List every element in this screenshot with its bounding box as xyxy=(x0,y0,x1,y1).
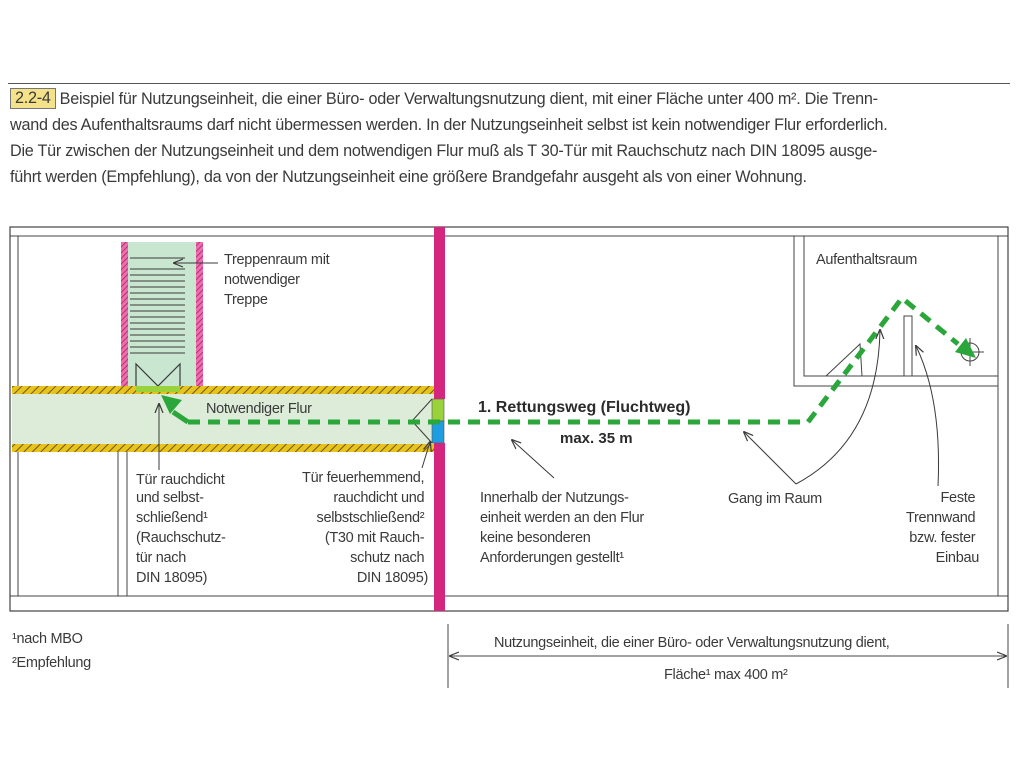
fire-wall-lower xyxy=(434,443,445,611)
dimension-label-2: Fläche¹ max 400 m² xyxy=(664,667,788,683)
caption-top-rule xyxy=(8,83,1010,84)
footnote-2: ²Empfehlung xyxy=(12,655,91,671)
corridor-label: Notwendiger Flur xyxy=(206,401,312,417)
partition-label: Feste Trennwand bzw. fester Einbau xyxy=(906,490,979,566)
corridor-wall-top xyxy=(12,386,434,394)
fixed-partition xyxy=(903,315,913,377)
footnote-1: ¹nach MBO xyxy=(12,631,83,647)
figure-number: 2.2-4 xyxy=(10,88,56,109)
unit-door-green xyxy=(431,398,445,422)
door-fire-label: Tür feuerhemmend, rauchdicht und selbsts… xyxy=(302,470,428,586)
escape-route-arrowhead-left xyxy=(161,395,182,414)
aisle-label: Gang im Raum xyxy=(728,491,822,507)
unit-note-label: Innerhalb der Nutzungs- einheit werden a… xyxy=(480,490,648,566)
corridor-wall-bottom xyxy=(12,444,434,452)
door-fire-leader xyxy=(421,442,430,469)
door-smoke-label: Tür rauchdicht und selbst- schließend¹ (… xyxy=(136,472,229,586)
dimension-label-1: Nutzungseinheit, die einer Büro- oder Ve… xyxy=(494,635,889,651)
stair-wall-left xyxy=(121,242,128,386)
room-label: Aufenthaltsraum xyxy=(816,252,917,268)
escape-route-arrowhead-right xyxy=(955,338,976,358)
escape-route-label: 1. Rettungsweg (Fluchtweg) xyxy=(478,399,690,416)
aisle-leader-1 xyxy=(744,432,797,485)
room-wall-inner xyxy=(803,236,998,377)
stair-label: Treppenraum mit notwendiger Treppe xyxy=(224,252,333,308)
stair-steps xyxy=(130,268,185,358)
plan-frame xyxy=(9,226,1009,612)
corridor xyxy=(12,394,438,444)
stair-door xyxy=(136,386,180,392)
fire-wall-upper xyxy=(434,227,445,399)
caption-line-3: Die Tür zwischen der Nutzungseinheit und… xyxy=(10,142,878,160)
partition-leader xyxy=(916,346,940,487)
unit-note-leader xyxy=(512,440,555,479)
room-door-swing xyxy=(825,342,863,377)
max-distance-label: max. 35 m xyxy=(560,430,633,447)
caption-line-4: führt werden (Empfehlung), da von der Nu… xyxy=(10,168,807,186)
stair-wall-right xyxy=(196,242,203,386)
caption-line-2: wand des Aufenthaltsraums darf nicht übe… xyxy=(10,116,888,134)
aisle-leader-2 xyxy=(795,330,880,485)
